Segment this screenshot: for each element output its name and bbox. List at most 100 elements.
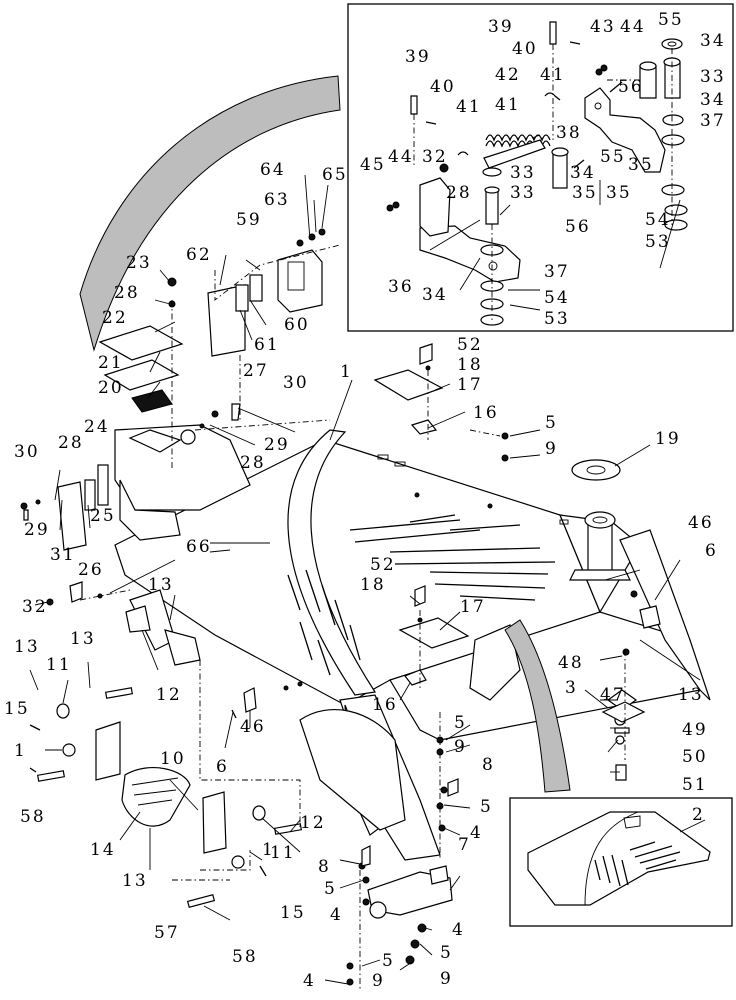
callout-27: 27 [243, 361, 269, 381]
callout-55-inset: 55 [658, 10, 684, 30]
callout-32: 32 [22, 597, 48, 617]
inset-frame [347, 3, 734, 332]
mat-slots [594, 841, 681, 887]
callout-40-inset: 40 [512, 39, 538, 59]
callout-30: 30 [283, 373, 309, 393]
floor-slots-left [287, 569, 361, 676]
callout-4b: 4 [330, 905, 343, 925]
callout-54b-inset: 54 [544, 288, 570, 308]
callout-24: 24 [84, 417, 110, 437]
callout-21: 21 [98, 353, 124, 373]
callout-35b-inset: 35 [606, 183, 632, 203]
callout-64: 64 [260, 160, 286, 180]
callout-45-inset: 45 [360, 155, 386, 175]
callout-18b: 18 [360, 575, 386, 595]
callout-33b-inset: 33 [510, 163, 536, 183]
callout-58b: 58 [232, 947, 258, 967]
callout-5: 5 [545, 413, 558, 433]
callout-65: 65 [322, 165, 348, 185]
callout-9c: 9 [440, 969, 453, 989]
callout-52: 52 [457, 335, 483, 355]
callout-54-inset: 54 [645, 210, 671, 230]
callout-28b: 28 [58, 433, 84, 453]
callout-9: 9 [545, 439, 558, 459]
callout-8b: 8 [318, 857, 331, 877]
callout-34c-inset: 34 [570, 163, 596, 183]
callout-50: 50 [682, 747, 708, 767]
callout-7: 7 [458, 835, 471, 855]
callout-61: 61 [254, 335, 280, 355]
callout-46b: 46 [240, 717, 266, 737]
callout-15b: 15 [280, 903, 306, 923]
seat-post [569, 511, 631, 581]
callout-13b: 13 [14, 637, 40, 657]
callout-8: 8 [482, 755, 495, 775]
callout-11: 11 [46, 655, 72, 675]
callout-26: 26 [78, 560, 104, 580]
callout-63: 63 [264, 190, 290, 210]
callout-41c-inset: 41 [495, 95, 521, 115]
callout-35-inset: 35 [572, 183, 598, 203]
callout-53-inset: 53 [645, 232, 671, 252]
callout-56-inset: 56 [618, 77, 644, 97]
callout-66: 66 [186, 537, 212, 557]
left-assembly [57, 424, 251, 666]
callout-52b: 52 [370, 555, 396, 575]
callout-25: 25 [90, 506, 116, 526]
callout-23: 23 [126, 253, 152, 273]
callout-12: 12 [156, 685, 182, 705]
callout-60: 60 [284, 315, 310, 335]
washer-19 [571, 459, 621, 481]
callout-57: 57 [154, 923, 180, 943]
callout-16: 16 [473, 403, 499, 423]
leader-lines [29, 134, 706, 985]
callout-4c: 4 [452, 920, 465, 940]
callout-1b: 1 [14, 741, 27, 761]
callout-3: 3 [565, 678, 578, 698]
callout-15: 15 [4, 699, 30, 719]
callout-5c: 5 [480, 797, 493, 817]
callout-43-inset: 43 [590, 17, 616, 37]
callout-31: 31 [50, 545, 76, 565]
callout-59: 59 [236, 210, 262, 230]
callout-33c-inset: 33 [510, 183, 536, 203]
callout-labels: 39 40 43 44 55 34 33 34 37 56 39 40 41 4… [4, 10, 726, 991]
callout-44b-inset: 44 [388, 147, 414, 167]
item-59-block [235, 249, 323, 313]
callout-29b: 29 [24, 520, 50, 540]
callout-36-inset: 36 [388, 277, 414, 297]
callout-5e: 5 [440, 943, 453, 963]
callout-5d: 5 [324, 879, 337, 899]
callout-46: 46 [688, 513, 714, 533]
callout-37-inset: 37 [700, 111, 726, 131]
callout-38-inset: 38 [556, 123, 582, 143]
callout-30b: 30 [14, 442, 40, 462]
callout-13: 13 [148, 575, 174, 595]
callout-35c-inset: 35 [628, 155, 654, 175]
callout-4d: 4 [303, 971, 316, 991]
callout-19: 19 [655, 429, 681, 449]
left-lower-parts [29, 687, 303, 908]
callout-34d-inset: 34 [422, 285, 448, 305]
callout-13c: 13 [70, 629, 96, 649]
frame [299, 529, 711, 861]
callout-5b: 5 [454, 713, 467, 733]
callout-28c: 28 [240, 453, 266, 473]
callout-62: 62 [186, 245, 212, 265]
callout-33-inset: 33 [700, 67, 726, 87]
plates-17-16 [373, 369, 470, 686]
callout-9b: 9 [454, 737, 467, 757]
callout-58: 58 [20, 807, 46, 827]
callout-5f: 5 [382, 951, 395, 971]
callout-4: 4 [470, 823, 483, 843]
callout-13d: 13 [678, 685, 704, 705]
callout-18: 18 [457, 355, 483, 375]
callout-51: 51 [682, 775, 708, 795]
callout-16b: 16 [372, 695, 398, 715]
callout-48: 48 [558, 653, 584, 673]
callout-17: 17 [457, 375, 483, 395]
callout-28-inset: 28 [446, 183, 472, 203]
callout-39-inset: 39 [488, 17, 514, 37]
callout-47: 47 [600, 685, 626, 705]
